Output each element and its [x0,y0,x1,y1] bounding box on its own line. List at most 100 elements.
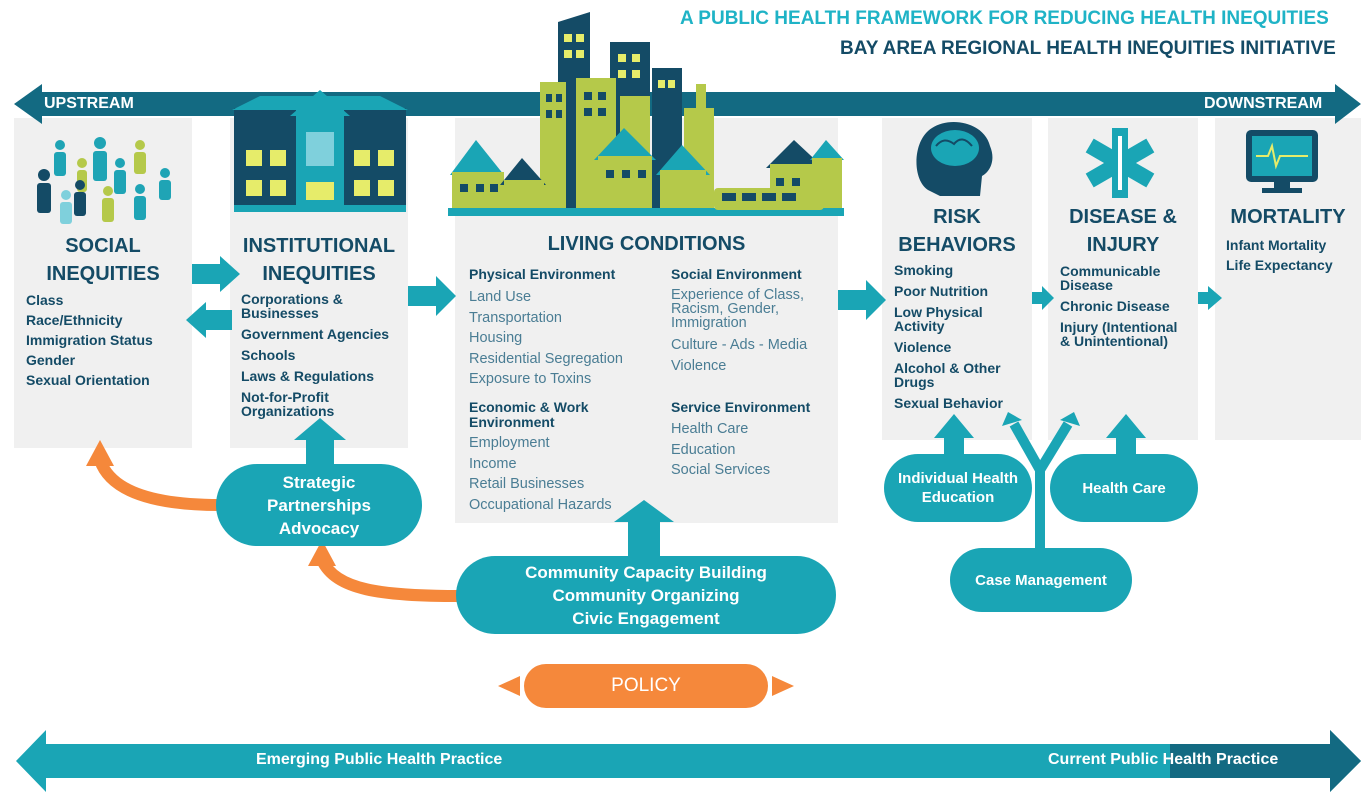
pill-line: Education [921,489,995,506]
list-item: Exposure to Toxins [469,371,592,387]
city-skyline-icon [448,12,844,216]
heart-monitor-icon [1246,130,1318,193]
list-item: Culture - Ads - Media [671,337,808,353]
institutional-inequities-heading: INSTITUTIONAL INEQUITIES [230,232,408,288]
upstream-label: UPSTREAM [44,95,134,112]
heading-line: SOCIAL [65,235,141,257]
title-line-1: A PUBLIC HEALTH FRAMEWORK FOR REDUCING H… [680,8,1329,29]
list-item: Residential Segregation [469,350,623,367]
list-item: Violence [894,339,952,355]
list-item: Class [26,292,64,308]
social-environment-title: Social Environment [671,266,802,282]
list-item: Transportation [469,309,562,326]
list-item: Gender [26,352,76,368]
list-item: Experience of Class, Racism, Gender, Imm… [671,287,804,331]
list-item: Injury (Intentional& Unintentional) [1060,319,1178,349]
case-management-pill: Case Management [950,548,1132,612]
list-item: Schools [241,347,296,363]
arrow-social-to-institutional [192,256,240,292]
medical-cross-icon [1085,128,1155,198]
individual-health-education-pill: Individual Health Education [884,454,1032,522]
list-item: Laws & Regulations [241,368,375,384]
building-icon [232,90,408,212]
arrow-institutional-to-living [408,276,456,316]
list-item: Violence [671,357,727,374]
physical-environment-title: Physical Environment [469,266,616,282]
list-item: Retail Businesses [469,476,585,492]
list-item: Land Use [469,289,532,305]
list-item: Income [469,455,517,472]
living-conditions-heading: LIVING CONDITIONS [547,233,746,255]
list-item: Race/Ethnicity [26,312,123,328]
heading-line: INEQUITIES [262,263,376,285]
downstream-label: DOWNSTREAM [1204,95,1323,112]
heading-line: RISK [933,206,981,228]
emerging-practice-label: Emerging Public Health Practice [256,751,503,768]
service-environment-title: Service Environment [671,399,811,415]
mortality-list: Infant Mortality Life Expectancy [1226,235,1333,275]
heading-line: INEQUITIES [46,263,160,285]
orange-arrow-to-social [94,457,221,511]
pill-line: Strategic [282,472,356,492]
list-item: Housing [469,330,523,346]
strategic-partnerships-advocacy-pill: Strategic Partnerships Advocacy [216,464,422,546]
community-capacity-pill: Community Capacity Building Community Or… [456,556,836,634]
health-care-pill: Health Care [1050,454,1198,522]
list-item: Chronic Disease [1060,298,1170,314]
social-environment-section: Social Environment Experience of Class, … [671,267,807,376]
risk-behaviors-heading: RISK BEHAVIORS [882,203,1032,259]
pill-line: Advocacy [278,518,360,538]
social-inequities-list: Class Race/Ethnicity Immigration Status … [26,290,153,390]
list-item: Corporations &Businesses [241,291,343,321]
list-item: Sexual Behavior [894,395,1003,411]
title-line-2: BAY AREA REGIONAL HEALTH INEQUITIES INIT… [840,38,1336,59]
list-item: Employment [469,435,550,451]
practice-arrow [16,730,1361,792]
pill-line: Civic Engagement [572,608,720,628]
service-environment-section: Service Environment Health Care Educatio… [671,400,810,481]
list-item: Occupational Hazards [469,496,612,513]
institutional-inequities-list: Corporations &Businesses Government Agen… [241,292,389,418]
arrow-disease-to-mortality [1198,286,1222,310]
list-item: Infant Mortality [1226,237,1327,253]
heading-line: BEHAVIORS [898,234,1016,256]
list-item: Poor Nutrition [894,283,989,299]
arrow-healthcare-up [1106,414,1146,460]
current-practice-label: Current Public Health Practice [1048,751,1279,768]
list-item: Social Services [671,462,771,478]
policy-right-arrowhead [772,676,794,696]
physical-environment-section: Physical Environment Land Use Transporta… [469,267,623,390]
list-item: Health Care [671,421,749,437]
list-item: Education [671,441,736,458]
heading-line: DISEASE & [1069,206,1177,228]
disease-injury-heading: DISEASE & INJURY [1048,203,1198,259]
arrow-individual-up [934,414,974,460]
list-item: Life Expectancy [1226,257,1333,273]
list-item: Government Agencies [241,326,390,342]
pill-line: Partnerships [267,495,371,515]
heading-line: INSTITUTIONAL [242,235,396,257]
arrow-institutional-to-social [186,302,232,338]
list-item: Smoking [894,262,954,278]
policy-left-arrowhead [498,676,520,696]
social-inequities-heading: SOCIAL INEQUITIES [14,232,192,288]
arrow-living-to-risk [838,280,886,320]
list-item: Immigration Status [26,332,153,348]
arrow-strategic-up [294,418,346,470]
policy-pill: POLICY [524,664,768,708]
mortality-heading: MORTALITY [1230,206,1346,228]
orange-arrow-to-strategic [316,557,461,602]
list-item: Sexual Orientation [26,372,150,388]
pill-line: Community Organizing [552,585,740,605]
arrow-community-up [614,500,674,562]
arrow-risk-to-disease [1032,286,1054,310]
pill-line: Community Capacity Building [525,562,767,582]
brain-head-icon [916,122,993,196]
